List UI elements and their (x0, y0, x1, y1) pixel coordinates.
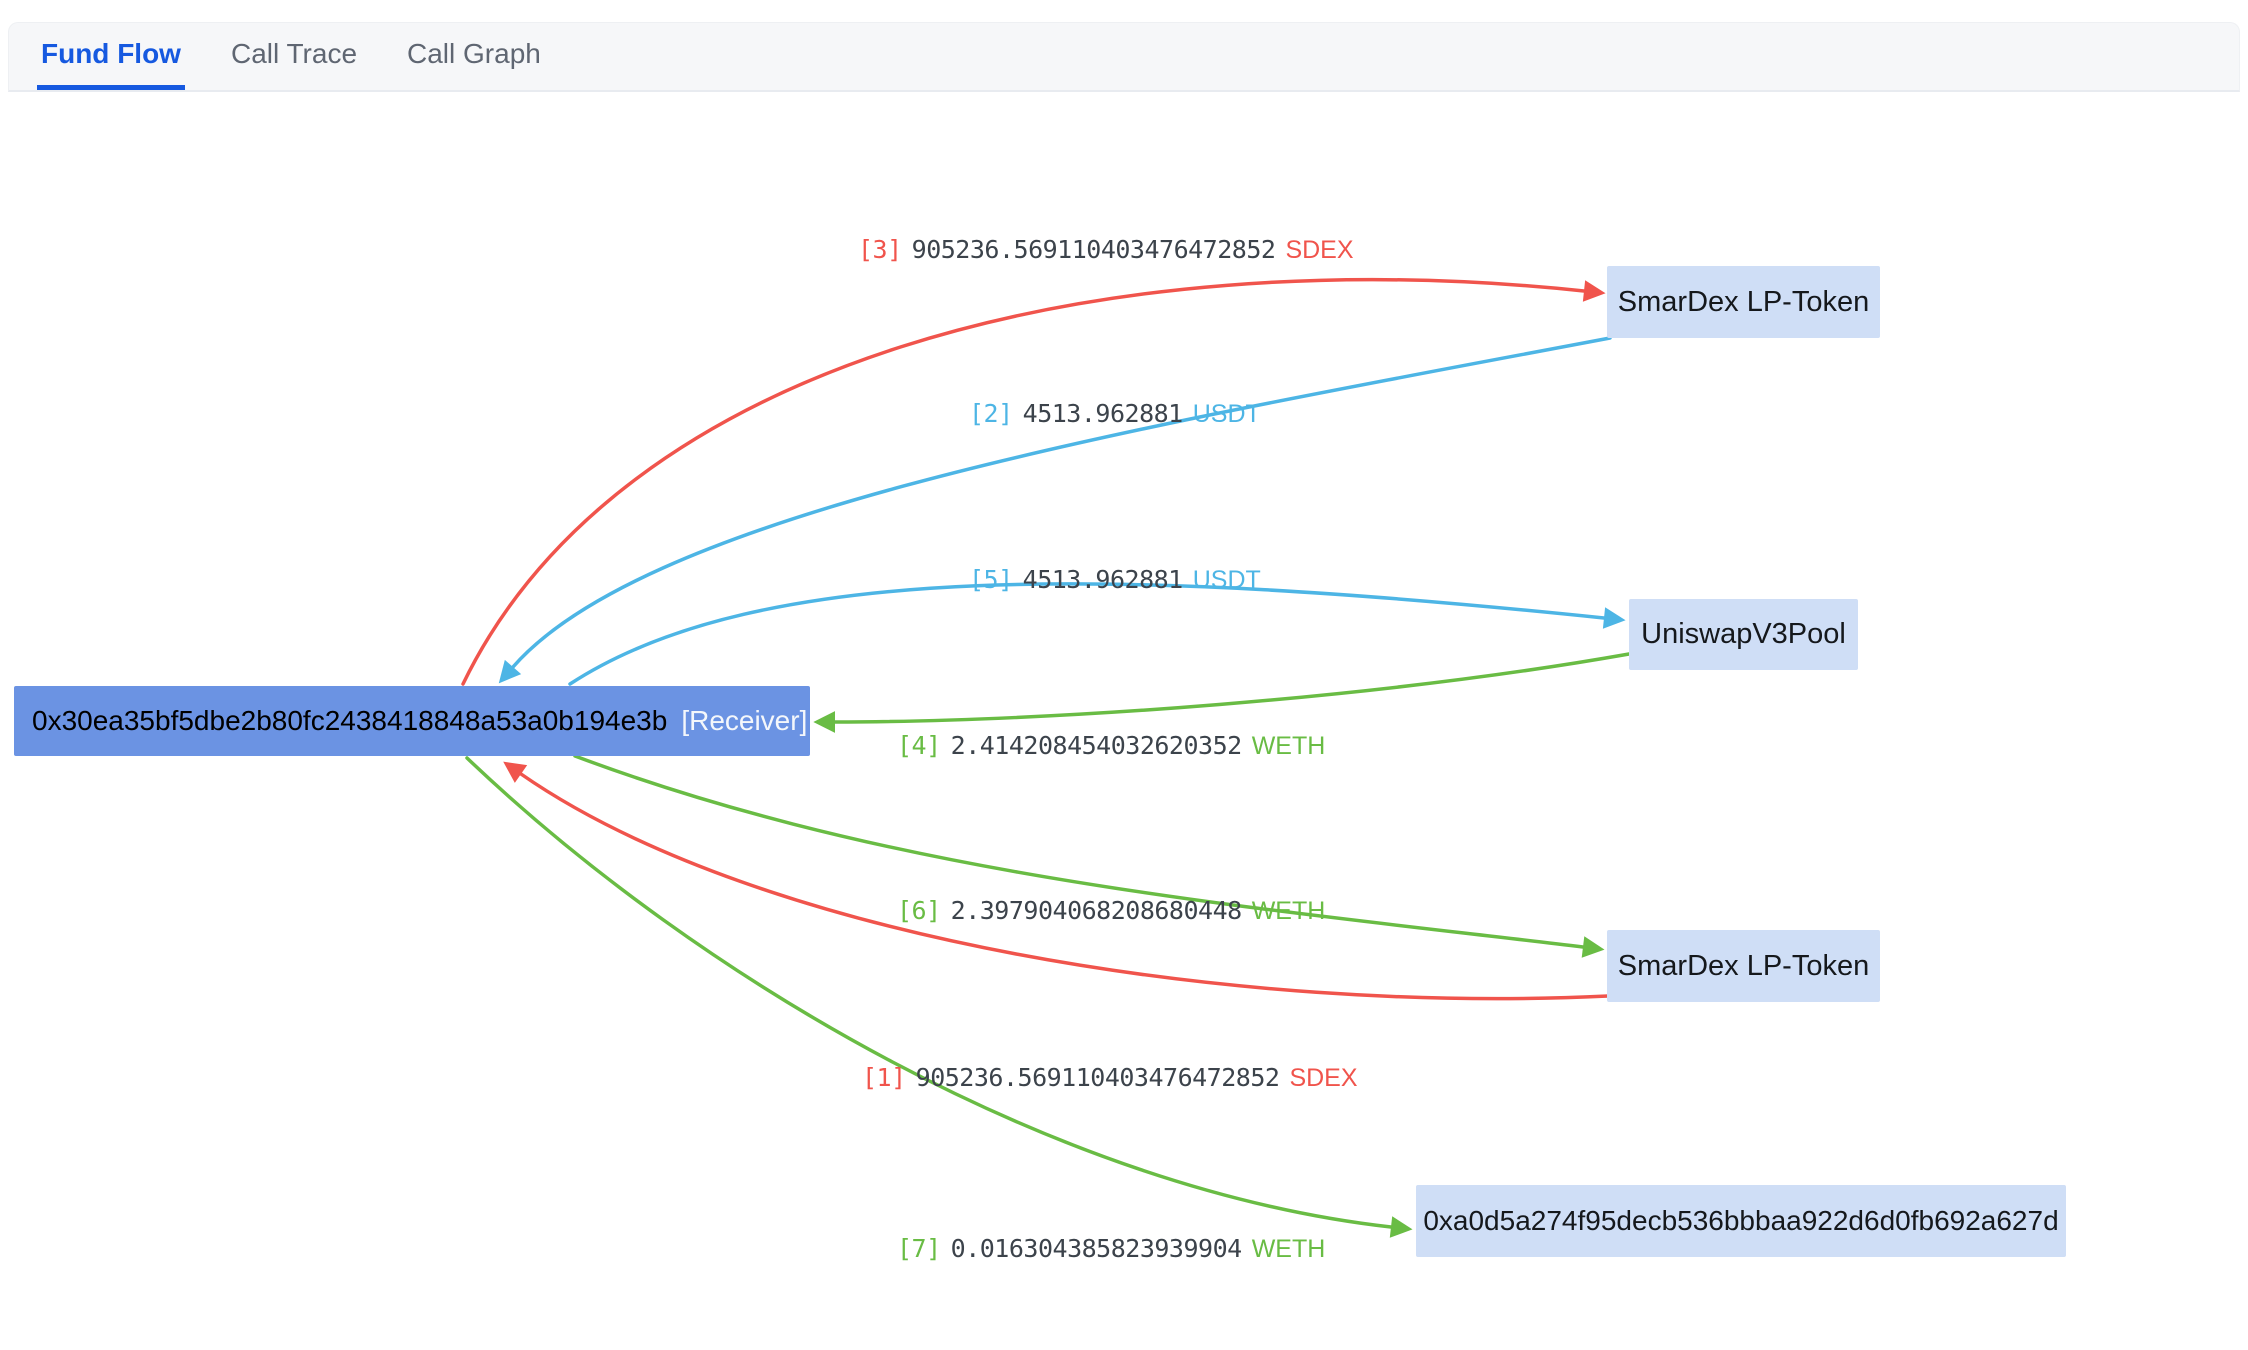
edge-amount: 905236.569110403476472852 (911, 235, 1276, 264)
edge-label-6: [6] 2.397904068208680448 WETH (897, 896, 1325, 926)
edge-2-smardex-top-to-receiver (498, 336, 1612, 684)
edge-label-7: [7] 0.016304385823939904 WETH (897, 1234, 1325, 1264)
edge-amount: 4513.962881 (1022, 565, 1184, 594)
tab-call-graph[interactable]: Call Graph (407, 38, 541, 69)
edge-index: [6] (897, 896, 941, 925)
edge-token: WETH (1251, 732, 1326, 760)
edge-token: WETH (1251, 897, 1326, 925)
tab-bar: Fund Flow Call Trace Call Graph (8, 22, 2240, 92)
edge-token: WETH (1251, 1235, 1326, 1263)
edge-6-receiver-to-smardex-bottom (573, 754, 1605, 958)
edge-token: SDEX (1289, 1064, 1358, 1092)
edge-label-5: [5] 4513.962881 USDT (969, 565, 1261, 595)
edge-index: [1] (862, 1063, 906, 1092)
node-uniswap-v3-pool[interactable]: UniswapV3Pool (1629, 599, 1858, 670)
node-smardex-lp-token-bottom[interactable]: SmarDex LP-Token (1607, 930, 1880, 1002)
edge-label-3: [3] 905236.569110403476472852 SDEX (858, 235, 1354, 265)
edge-index: [5] (969, 565, 1013, 594)
edge-amount: 2.414208454032620352 (950, 731, 1243, 760)
edge-7-receiver-to-external (465, 756, 1413, 1238)
edge-amount: 905236.569110403476472852 (915, 1063, 1280, 1092)
edge-4-uniswap-to-receiver (813, 652, 1631, 733)
edge-index: [4] (897, 731, 941, 760)
edge-index: [7] (897, 1234, 941, 1263)
node-receiver[interactable]: 0x30ea35bf5dbe2b80fc2438418848a53a0b194e… (14, 686, 810, 756)
edge-3-receiver-to-smardex-top (461, 278, 1606, 686)
edge-amount: 0.016304385823939904 (950, 1234, 1243, 1263)
tab-fund-flow[interactable]: Fund Flow (37, 23, 185, 90)
edge-amount: 2.397904068208680448 (950, 896, 1243, 925)
tab-call-trace[interactable]: Call Trace (230, 38, 358, 69)
receiver-address: 0x30ea35bf5dbe2b80fc2438418848a53a0b194e… (32, 705, 668, 736)
edge-amount: 4513.962881 (1022, 399, 1184, 428)
edge-token: SDEX (1285, 236, 1354, 264)
edge-label-2: [2] 4513.962881 USDT (969, 399, 1261, 429)
edge-token: USDT (1192, 566, 1261, 594)
edge-label-1: [1] 905236.569110403476472852 SDEX (862, 1063, 1358, 1093)
receiver-tag: [Receiver] (681, 705, 808, 736)
edge-index: [3] (858, 235, 902, 264)
edge-token: USDT (1192, 400, 1261, 428)
edge-label-4: [4] 2.414208454032620352 WETH (897, 731, 1325, 761)
edge-1-smardex-bottom-to-receiver (503, 761, 1610, 1001)
node-smardex-lp-token-top[interactable]: SmarDex LP-Token (1607, 266, 1880, 338)
node-external-address[interactable]: 0xa0d5a274f95decb536bbbaa922d6d0fb692a62… (1416, 1185, 2066, 1257)
edge-5-receiver-to-uniswap (568, 582, 1626, 686)
edge-index: [2] (969, 399, 1013, 428)
